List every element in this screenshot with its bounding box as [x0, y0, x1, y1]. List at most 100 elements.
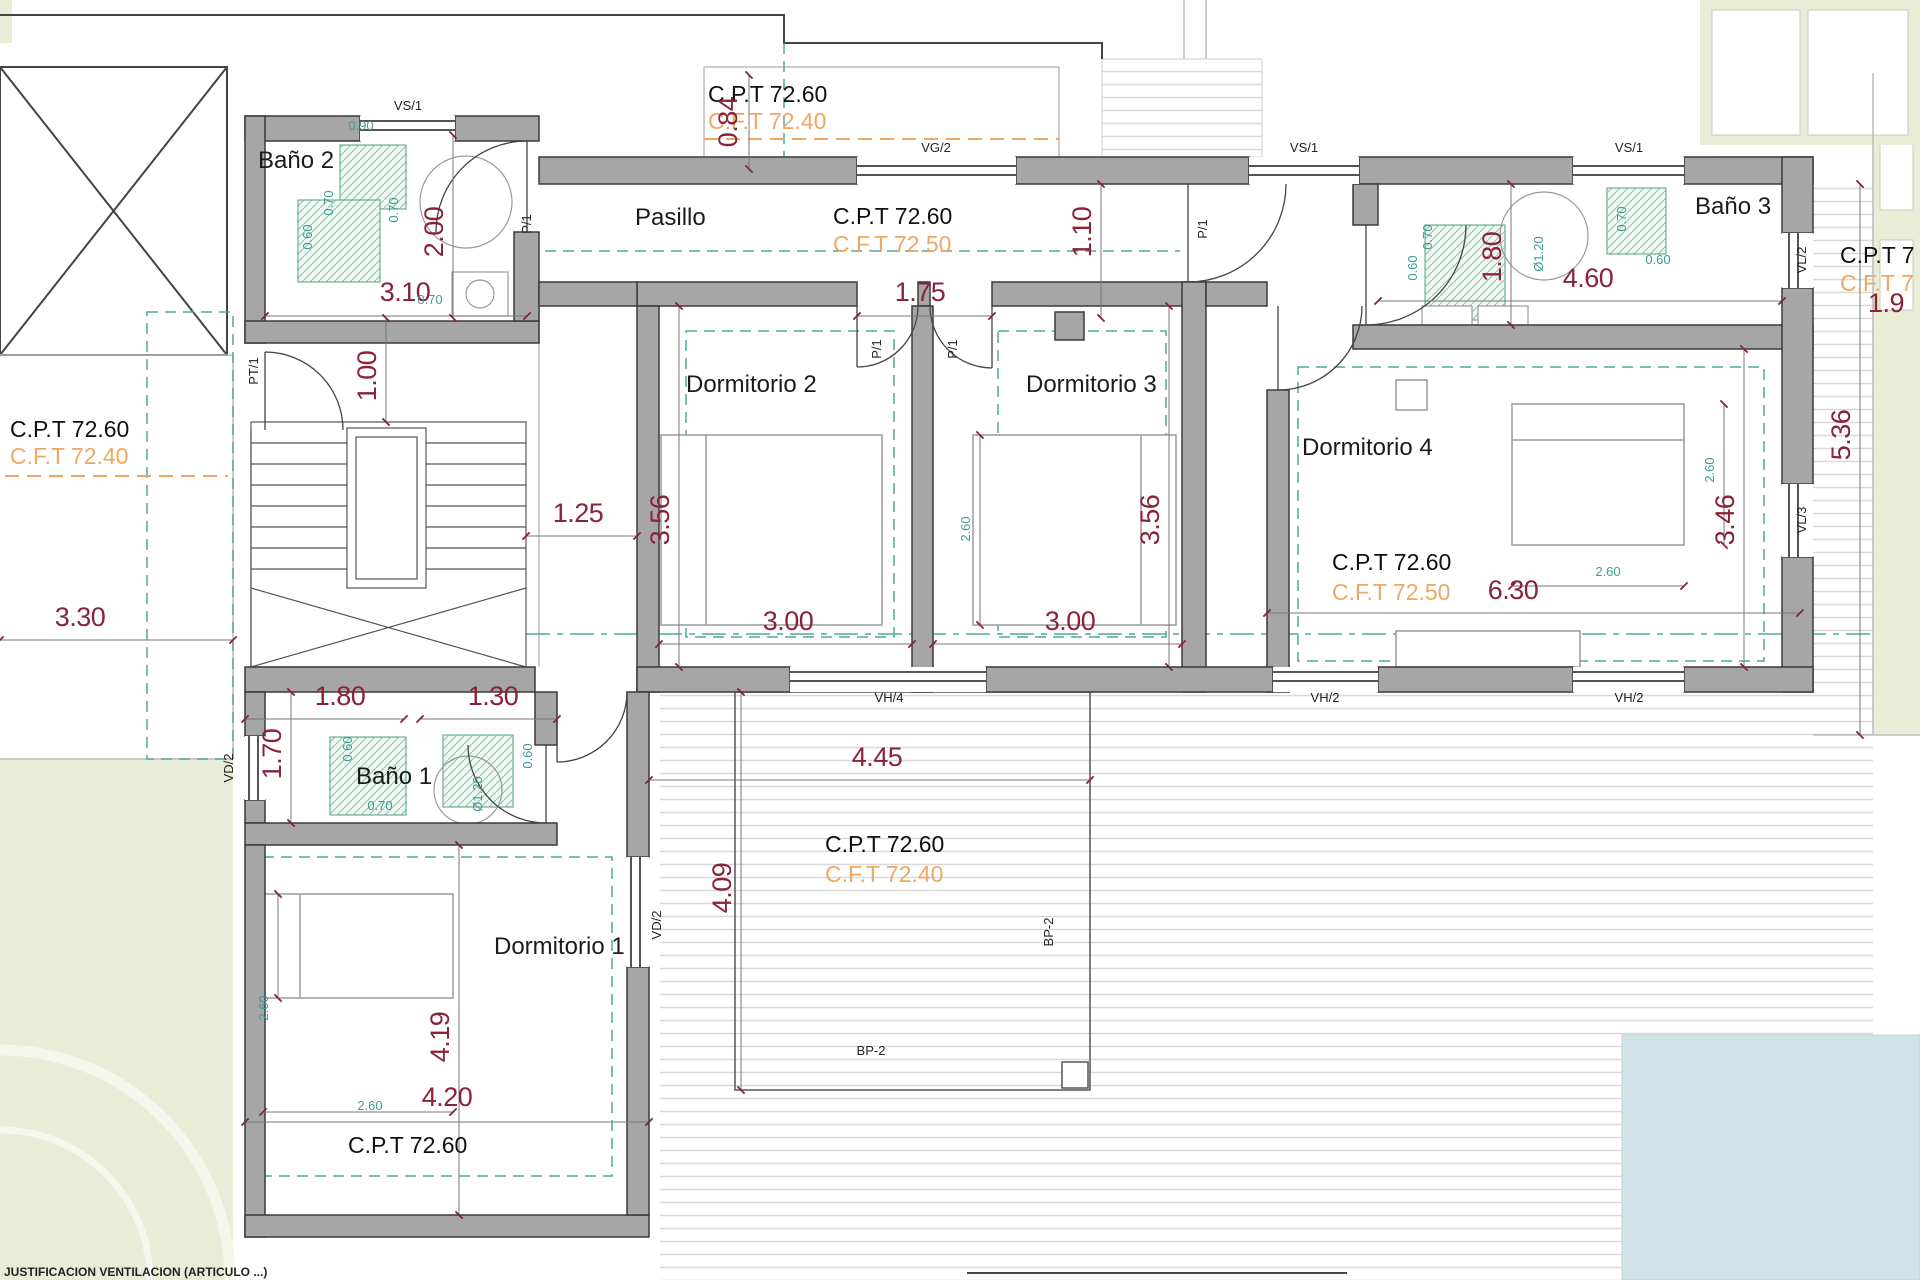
- room-label-dorm4: Dormitorio 4: [1302, 434, 1433, 461]
- sdim-060-bano1a: 0.60: [340, 736, 355, 761]
- window-vh2-b: [1573, 671, 1684, 682]
- dim-630: 6.30: [1488, 575, 1539, 605]
- structure-lines: [0, 14, 1347, 1274]
- wall: [1352, 183, 1379, 226]
- stair-diagonals: [250, 587, 527, 668]
- pillar: [1054, 311, 1085, 341]
- window-vh4: [790, 671, 986, 682]
- level-cpt-top: C.P.T 72.60: [708, 81, 827, 107]
- bed-dorm2: [660, 434, 883, 626]
- opening-bp2-horiz: BP-2: [857, 1043, 886, 1058]
- dim-300-a: 3.00: [763, 606, 814, 636]
- wall: [244, 822, 558, 846]
- level-cft-right-cut: C.F.T 7: [1840, 270, 1914, 296]
- opening-vs1-mid: VS/1: [1290, 140, 1318, 155]
- opening-vg2: VG/2: [921, 140, 951, 155]
- opening-vh2-a: VH/2: [1311, 690, 1340, 705]
- wall: [454, 115, 540, 142]
- sdim-060-bano3a: 0.60: [1405, 255, 1420, 280]
- level-cft-terrace: C.F.T 72.40: [825, 861, 943, 887]
- room-label-dorm1: Dormitorio 1: [494, 933, 625, 960]
- dim-346: 3.46: [1710, 495, 1740, 546]
- sdim-070-bano3b: 0.70: [1614, 206, 1629, 231]
- top-right-structure-2: [1807, 9, 1909, 136]
- dim-130: 1.30: [468, 681, 519, 711]
- door-pasillo-end: [1187, 183, 1287, 283]
- dim-409: 4.09: [707, 863, 737, 914]
- shower-bano2-b: [297, 199, 381, 283]
- wall: [244, 320, 540, 344]
- wall: [1358, 156, 1574, 185]
- level-cft-top: C.F.T 72.40: [708, 108, 826, 134]
- labels: C.P.T 72.60 C.F.T 72.40 C.P.T 72.60 C.F.…: [4, 81, 1915, 1279]
- window-vg2: [857, 165, 1016, 176]
- wall: [1266, 389, 1290, 693]
- wall: [1377, 666, 1574, 693]
- room-label-dorm2: Dormitorio 2: [686, 371, 817, 398]
- wall: [1352, 324, 1814, 350]
- opening-vd2-dorm1: VD/2: [649, 911, 664, 940]
- door-dorm4: [1277, 305, 1363, 391]
- walls: [244, 115, 1814, 1238]
- level-cft-left: C.F.T 72.40: [10, 443, 128, 469]
- window-gap: [1573, 667, 1684, 692]
- wall: [626, 966, 650, 1216]
- sdim-260-dorm4v: 2.60: [1702, 457, 1717, 482]
- garden-left: [0, 759, 233, 1280]
- dim-536: 5.36: [1826, 410, 1856, 461]
- bp2-corner-post: [1061, 1061, 1089, 1089]
- stair-core: [346, 427, 427, 589]
- dim-110: 1.10: [1067, 207, 1097, 258]
- wall: [244, 844, 266, 1238]
- window-gap: [857, 157, 1016, 184]
- opening-p1-vestibule: P/1: [1195, 219, 1210, 239]
- terrace-top: [1101, 58, 1263, 158]
- pool: [1621, 1034, 1920, 1280]
- level-cpt-terrace: C.P.T 72.60: [825, 831, 944, 857]
- note-ventilation: JUSTIFICACION VENTILACION (ARTICULO ...): [4, 1265, 267, 1279]
- door-bano2: [435, 140, 528, 233]
- window-vd2-bano1: [248, 736, 259, 800]
- level-cpt-right-cut: C.P.T 7: [1840, 242, 1915, 268]
- sdim-070-bano2a: 0.70: [386, 197, 401, 222]
- shower-circle-bano3: [1499, 191, 1589, 281]
- opening-p1-dorm2: P/1: [869, 339, 884, 359]
- wall: [538, 156, 858, 185]
- room-label-bano3: Baño 3: [1695, 193, 1771, 220]
- room-label-pasillo: Pasillo: [635, 204, 706, 231]
- opening-vs1-right: VS/1: [1615, 140, 1643, 155]
- dim-419: 4.19: [425, 1012, 455, 1063]
- dim-100: 1.00: [352, 351, 382, 402]
- wall: [985, 666, 1274, 693]
- wall: [1015, 156, 1250, 185]
- level-cpt-left: C.P.T 72.60: [10, 416, 129, 442]
- window-vl2: [1788, 233, 1799, 288]
- wall: [244, 799, 266, 824]
- opening-vd2-bano1: VD/2: [221, 754, 236, 783]
- shower-bano2-a: [339, 144, 407, 210]
- dimension-lines: [0, 70, 1865, 1220]
- wall: [911, 305, 934, 693]
- window-gap: [790, 667, 986, 692]
- stair-core-inner: [355, 436, 418, 580]
- dim-180-bano1: 1.80: [315, 681, 366, 711]
- wall: [1181, 281, 1207, 693]
- shower-circle-bano2: [419, 155, 513, 249]
- right-area-guides: [1813, 73, 1920, 736]
- opening-pt1: PT/1: [246, 357, 261, 384]
- dim-330: 3.30: [55, 602, 106, 632]
- dim-180-bano3: 1.80: [1477, 232, 1507, 283]
- sink-bowl-bano2: [465, 279, 495, 309]
- wall: [636, 281, 858, 307]
- room-label-bano1: Baño 1: [356, 763, 432, 790]
- door-pt1-stairs: [264, 351, 344, 431]
- sdim-070-bano2c: 0.70: [417, 292, 442, 307]
- window-gap: [360, 116, 455, 141]
- bed-dorm1: [262, 893, 454, 999]
- sdim-260-dorm3: 2.60: [958, 516, 973, 541]
- opening-p1-dorm3: P/1: [945, 339, 960, 359]
- window-gap: [1249, 157, 1359, 184]
- dim-460: 4.60: [1563, 263, 1614, 293]
- dim-356-b: 3.56: [1135, 495, 1165, 546]
